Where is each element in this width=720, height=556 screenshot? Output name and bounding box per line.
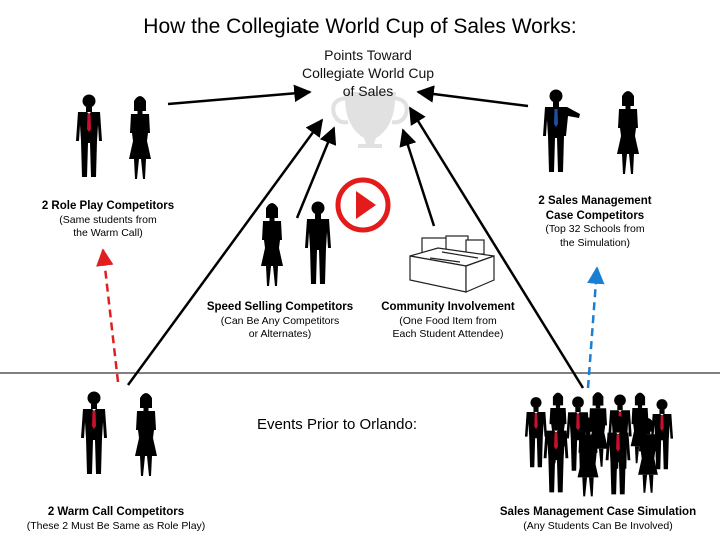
speed-selling-sub1: (Can Be Any Competitors bbox=[220, 314, 340, 327]
arrow-warmcall-to-trophy bbox=[126, 118, 324, 386]
dashed-arrow-warmcall-to-roleplay bbox=[96, 248, 120, 383]
food-box-icon bbox=[409, 235, 495, 293]
arrow-roleplay-to-trophy bbox=[167, 84, 312, 106]
trophy-icon bbox=[331, 92, 409, 148]
trophy-label-line3: of Sales bbox=[342, 83, 394, 100]
trophy-label-line2: Collegiate World Cup bbox=[301, 65, 435, 82]
arrow-community-to-trophy bbox=[399, 128, 436, 227]
speed-selling-label: Speed Selling Competitors (Can Be Any Co… bbox=[190, 300, 370, 342]
warm-call-sub: (These 2 Must Be Same as Role Play) bbox=[26, 519, 206, 532]
community-label: Community Involvement (One Food Item fro… bbox=[362, 300, 534, 342]
speed-selling-figures bbox=[261, 201, 331, 286]
role-play-sub2: the Warm Call) bbox=[73, 227, 143, 240]
case-title-line1: 2 Sales Management bbox=[538, 195, 652, 207]
case-competitor-figures bbox=[543, 89, 639, 174]
play-icon[interactable] bbox=[334, 176, 392, 234]
role-play-label: 2 Role Play Competitors (Same students f… bbox=[8, 199, 208, 241]
trophy-label: Points Toward Collegiate World Cup of Sa… bbox=[268, 46, 468, 101]
simulation-sub: (Any Students Can Be Involved) bbox=[523, 519, 673, 532]
warm-call-label: 2 Warm Call Competitors (These 2 Must Be… bbox=[0, 505, 232, 533]
case-title-line2: Case Competitors bbox=[545, 209, 645, 222]
arrow-case-to-trophy bbox=[416, 85, 529, 108]
community-sub1: (One Food Item from bbox=[399, 314, 497, 327]
warm-call-title: 2 Warm Call Competitors bbox=[47, 506, 185, 518]
community-sub2: Each Student Attendee) bbox=[392, 328, 504, 341]
case-sub1: (Top 32 Schools from bbox=[545, 223, 645, 236]
dashed-arrow-simulation-to-case bbox=[586, 266, 605, 389]
diagram-title: How the Collegiate World Cup of Sales Wo… bbox=[143, 15, 577, 38]
speed-selling-title: Speed Selling Competitors bbox=[206, 301, 354, 313]
simulation-title: Sales Management Case Simulation bbox=[499, 506, 697, 518]
simulation-label: Sales Management Case Simulation (Any St… bbox=[478, 505, 718, 533]
community-title: Community Involvement bbox=[381, 301, 515, 313]
role-play-figures bbox=[76, 94, 151, 179]
prior-events-label: Events Prior to Orlando: bbox=[256, 416, 418, 433]
case-sub2: the Simulation) bbox=[559, 236, 631, 249]
arrow-simulation-to-trophy bbox=[408, 106, 585, 389]
role-play-sub1: (Same students from bbox=[59, 213, 157, 226]
speed-selling-sub2: or Alternates) bbox=[248, 328, 312, 341]
case-competitor-label: 2 Sales Management Case Competitors (Top… bbox=[500, 194, 690, 250]
role-play-title: 2 Role Play Competitors bbox=[41, 200, 175, 212]
trophy-label-line1: Points Toward bbox=[324, 47, 412, 63]
arrow-speed-to-trophy bbox=[295, 126, 337, 219]
play-button[interactable] bbox=[334, 176, 392, 234]
warm-call-figures bbox=[81, 391, 157, 476]
simulation-group-figures bbox=[524, 392, 674, 497]
